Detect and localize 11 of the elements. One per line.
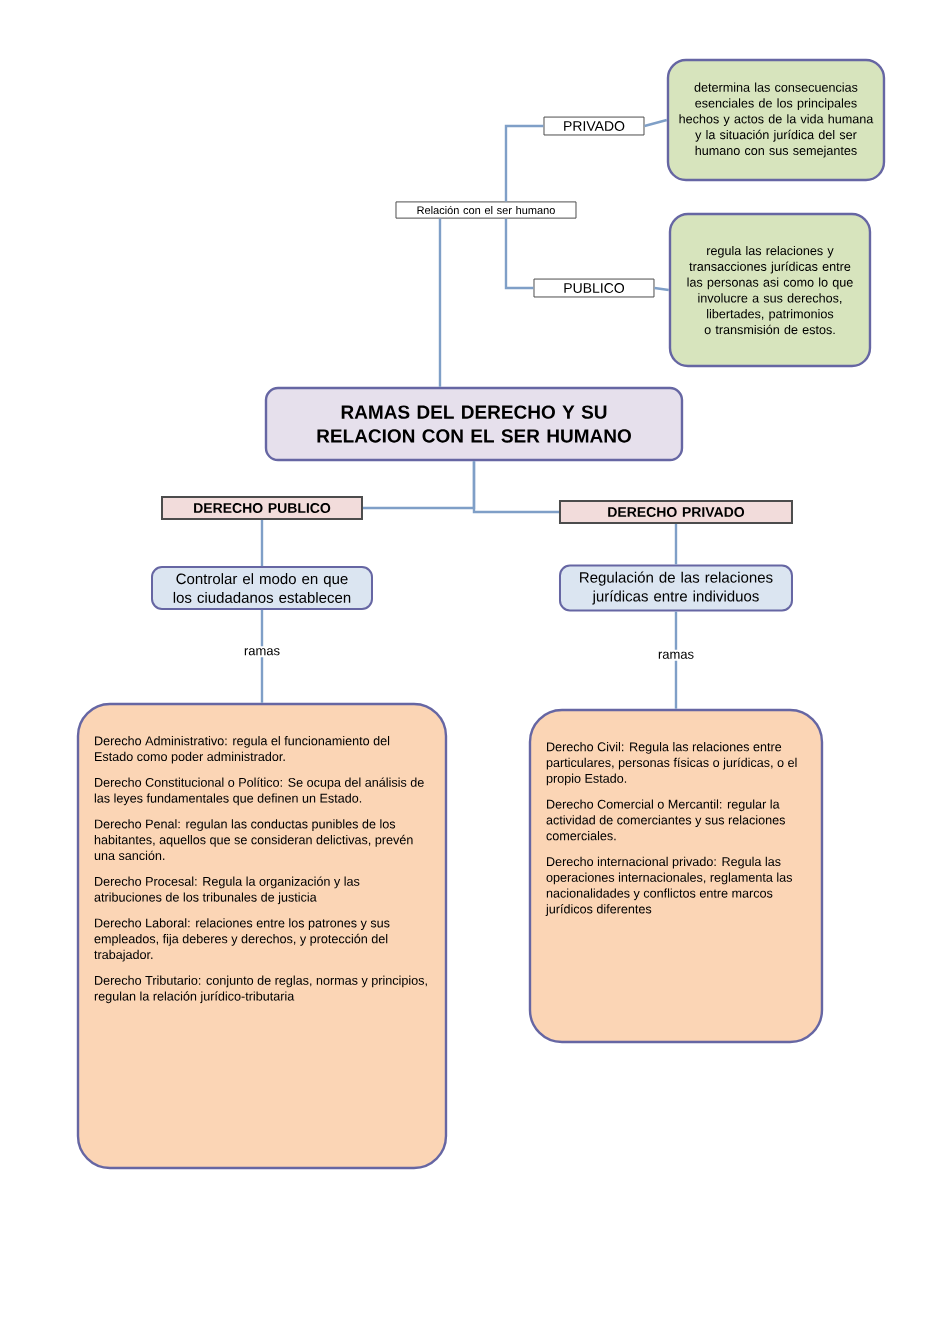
connector <box>504 124 544 202</box>
connector <box>260 519 264 567</box>
connector <box>674 611 678 709</box>
connector <box>472 461 559 514</box>
connector <box>504 218 534 290</box>
connector <box>438 218 442 387</box>
connector <box>644 118 668 128</box>
connector <box>674 523 678 565</box>
title-box: RAMAS DEL DERECHO Y SU RELACION CON EL SER HUMANO <box>264 386 684 462</box>
connector <box>654 286 669 292</box>
connector <box>260 609 264 703</box>
